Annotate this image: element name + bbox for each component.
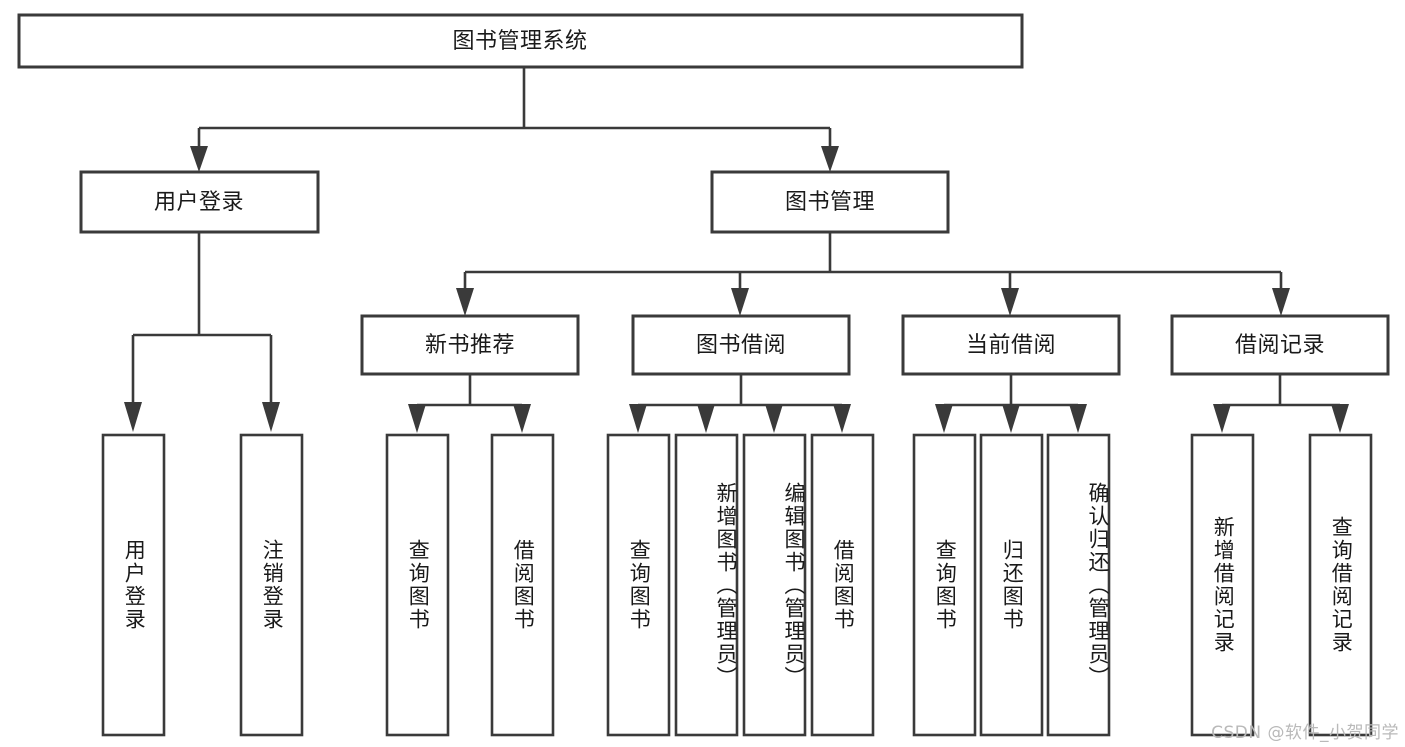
node-current-borrow-label: 当前借阅 (966, 333, 1056, 358)
node-new-book-recommend[interactable]: 新书推荐 (360, 314, 580, 376)
leaf-box-add-book[interactable] (674, 433, 739, 737)
leaf-box-edit-book[interactable] (742, 433, 807, 737)
node-borrow-record-label: 借阅记录 (1235, 333, 1325, 358)
leaf-box-add-record[interactable] (1190, 433, 1255, 737)
arrow-leaf-add-book (697, 404, 715, 433)
leaf-box-confirm-return[interactable] (1046, 433, 1111, 737)
arrow-leaf-return-book (1002, 404, 1020, 433)
arrow-user-login (190, 146, 208, 172)
arrow-leaf-borrow-book-2 (833, 404, 851, 433)
node-book-manage-box[interactable] (710, 170, 950, 234)
arrow-current-borrow (1001, 288, 1019, 316)
leaf-box-borrow-book-2[interactable] (810, 433, 875, 737)
node-current-borrow[interactable]: 当前借阅 (901, 314, 1121, 376)
node-current-borrow-box[interactable] (901, 314, 1121, 376)
leaf-box-borrow-book-1[interactable] (490, 433, 555, 737)
node-book-manage-label: 图书管理 (785, 190, 875, 215)
leaf-box-return-book[interactable] (979, 433, 1044, 737)
node-borrow-record[interactable]: 借阅记录 (1170, 314, 1390, 376)
node-borrow-record-box[interactable] (1170, 314, 1390, 376)
node-root-box[interactable] (17, 13, 1024, 69)
node-user-login-label: 用户登录 (154, 190, 244, 215)
arrow-leaf-query-book-3 (935, 404, 953, 433)
arrow-leaf-query-book-1 (408, 404, 426, 433)
arrow-book-manage (821, 146, 839, 172)
node-book-borrow-label: 图书借阅 (696, 333, 786, 358)
arrow-leaf-logout (262, 402, 280, 432)
leaf-box-query-book-1[interactable] (385, 433, 450, 737)
arrow-leaf-borrow-book-1 (513, 404, 531, 433)
leaf-box-query-book-2[interactable] (606, 433, 671, 737)
csdn-watermark: CSDN @软件_小贺同学 (1211, 723, 1399, 743)
node-new-book-recommend-label: 新书推荐 (425, 333, 515, 358)
arrow-leaf-add-record (1213, 404, 1231, 433)
arrow-leaf-edit-book (765, 404, 783, 433)
arrow-leaf-query-book-2 (629, 404, 647, 433)
node-root[interactable]: 图书管理系统 (17, 13, 1024, 69)
leaf-box-query-book-3[interactable] (912, 433, 977, 737)
node-book-borrow-box[interactable] (631, 314, 851, 376)
arrow-borrow-record (1272, 288, 1290, 316)
node-book-manage[interactable]: 图书管理 (710, 170, 950, 234)
node-root-label: 图书管理系统 (452, 29, 587, 54)
leaf-box-query-record[interactable] (1308, 433, 1373, 737)
arrow-leaf-query-record (1331, 404, 1349, 433)
node-new-book-recommend-box[interactable] (360, 314, 580, 376)
arrow-leaf-user-login (124, 402, 142, 432)
node-book-borrow[interactable]: 图书借阅 (631, 314, 851, 376)
leaf-box-logout-login[interactable] (239, 433, 304, 737)
arrow-new-book (456, 288, 474, 316)
leaf-box-user-login[interactable] (101, 433, 166, 737)
arrow-leaf-confirm-return (1069, 404, 1087, 433)
node-user-login[interactable]: 用户登录 (79, 170, 320, 234)
arrow-book-borrow (731, 288, 749, 316)
